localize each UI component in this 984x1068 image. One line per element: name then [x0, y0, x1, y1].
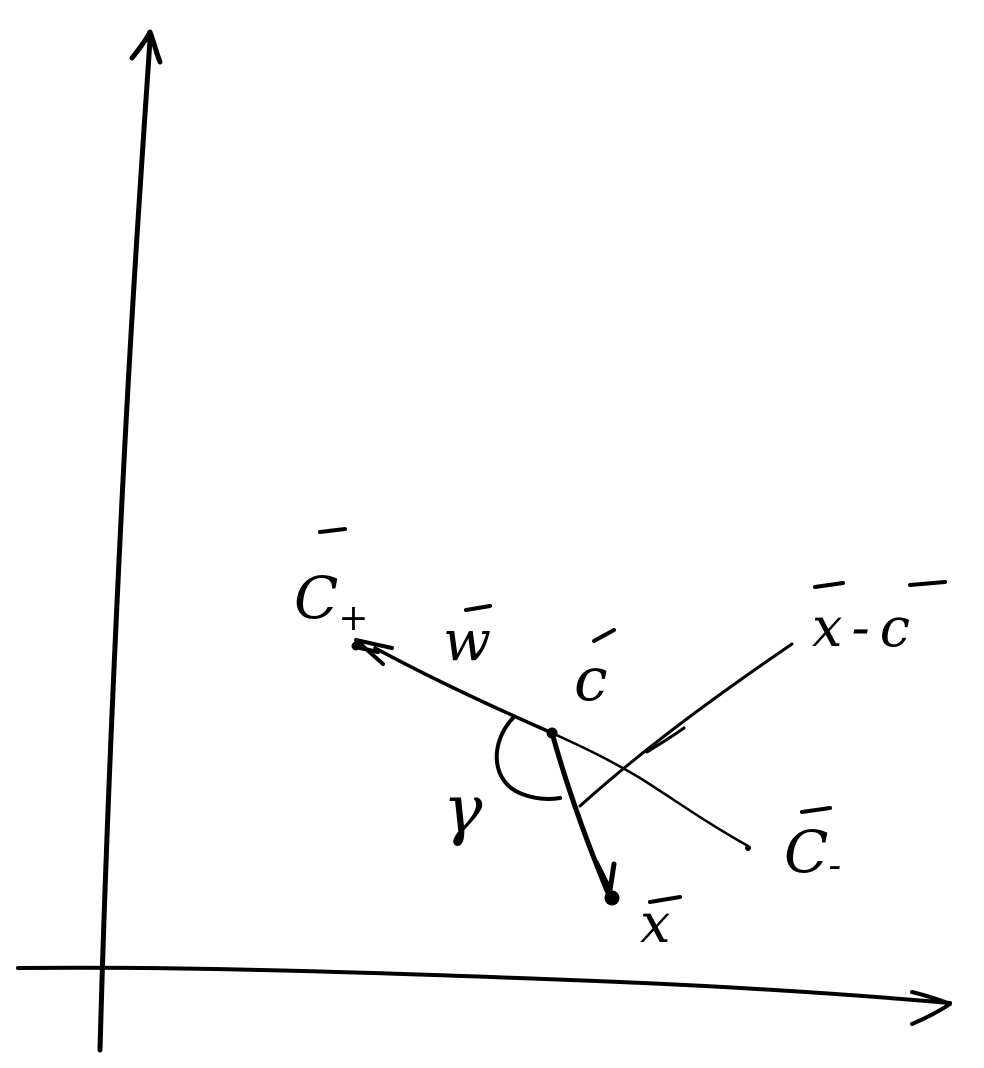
line-c-to-cplus [373, 646, 554, 735]
label-w: w [443, 609, 491, 674]
cminus-point [745, 845, 751, 851]
vector-w [351, 638, 554, 735]
overbars [318, 527, 947, 904]
overbar-cminus [800, 806, 832, 814]
label-cplus: C+ [294, 564, 369, 639]
overbar-cplus [318, 527, 347, 534]
line-c-to-cminus [550, 731, 750, 848]
overbar-x [648, 895, 682, 904]
x-arrowhead [593, 859, 617, 893]
label-xmc-c: c [880, 596, 910, 659]
w-arrowhead [354, 638, 394, 666]
angle-gamma-arc [494, 716, 562, 801]
label-cminus-base: C [784, 818, 828, 886]
label-xmc-x: x [812, 596, 842, 659]
label-cminus: C- [784, 818, 841, 887]
x-point [604, 890, 620, 906]
overbar-c-in-diff [908, 580, 947, 587]
label-x-minus-c: x-c [812, 596, 910, 659]
label-cminus-sub: - [828, 843, 841, 887]
overbar-w [464, 604, 492, 612]
x-axis [16, 965, 952, 1005]
overbar-x-in-diff [813, 581, 845, 589]
vector-x-minus-c [578, 642, 794, 808]
y-axis [97, 37, 153, 1053]
overbar-c [592, 628, 616, 643]
label-cplus-sub: + [338, 598, 368, 639]
label-x: x [640, 892, 670, 955]
y-axis-arrowhead [129, 29, 163, 65]
label-xmc-op: - [852, 596, 870, 659]
axes [16, 29, 952, 1053]
x-axis-arrowhead [910, 990, 952, 1026]
x-minus-c-tick [645, 726, 686, 754]
label-gamma: γ [443, 771, 483, 848]
label-c: c [574, 645, 608, 715]
label-cplus-base: C [294, 564, 338, 632]
vector-x [549, 730, 620, 906]
cplus-point [351, 641, 361, 651]
labels: C+ w c x-c C- x γ [294, 564, 910, 955]
c-point [546, 727, 558, 739]
